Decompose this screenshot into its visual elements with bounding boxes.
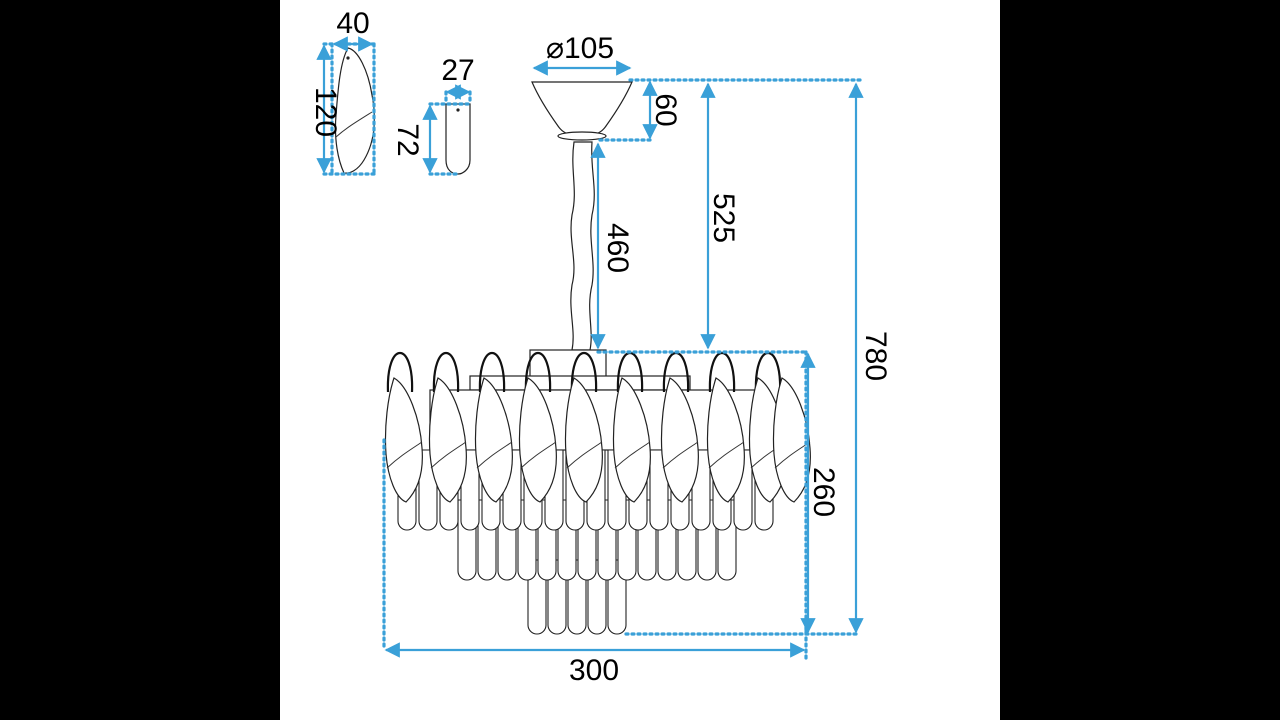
overall-dimensions: 525 780 260 300	[382, 82, 892, 687]
leaf-crystal	[518, 377, 557, 503]
leaf-vein	[566, 441, 603, 469]
total-height-label: 780	[859, 331, 892, 381]
leaf-vein	[430, 441, 467, 469]
leaf-vein	[708, 441, 745, 469]
rod-length-label: 460	[601, 223, 634, 273]
arch-wire	[432, 351, 460, 393]
leaf-crystal	[384, 377, 423, 503]
overall-width-label: 300	[569, 654, 619, 687]
upper-height-label: 525	[707, 193, 740, 243]
chandelier-body	[384, 349, 811, 635]
canopy: ⌀105 60	[531, 32, 862, 142]
leaf-crystal-detail: 40 120	[309, 7, 376, 176]
arch-wire	[708, 351, 736, 393]
leaf-crystal	[660, 377, 699, 503]
arch-wire	[570, 351, 598, 393]
arch-wire	[524, 351, 552, 393]
leaf-crystal	[474, 377, 513, 503]
technical-drawing: 40 120 27 72 ⌀105	[280, 0, 1000, 720]
leaf-vein	[662, 441, 699, 469]
leaf-height-label: 120	[309, 87, 342, 137]
leaf-width-label: 40	[336, 7, 369, 40]
leaf-crystal	[428, 377, 467, 503]
leaf-vein	[476, 441, 513, 469]
leaf-crystal	[612, 377, 651, 503]
arch-wire	[386, 351, 414, 393]
leaf-vein	[520, 441, 557, 469]
drop-crystal-detail: 27 72	[391, 54, 475, 176]
leaf-crystal	[564, 377, 603, 503]
crystal-drop	[649, 449, 669, 531]
drop-height-label: 72	[391, 123, 424, 156]
leaf-crystal	[706, 377, 745, 503]
leaf-vein	[614, 441, 651, 469]
leaf-vein	[386, 441, 423, 469]
canopy-diameter-label: ⌀105	[546, 32, 614, 65]
drop-width-label: 27	[441, 54, 474, 87]
body-height-label: 260	[807, 467, 840, 517]
chandelier-dimension-diagram: 40 120 27 72 ⌀105	[309, 7, 892, 687]
canopy-height-label: 60	[649, 93, 682, 126]
suspension-rod: 460	[570, 141, 634, 351]
arch-wire	[478, 351, 506, 393]
